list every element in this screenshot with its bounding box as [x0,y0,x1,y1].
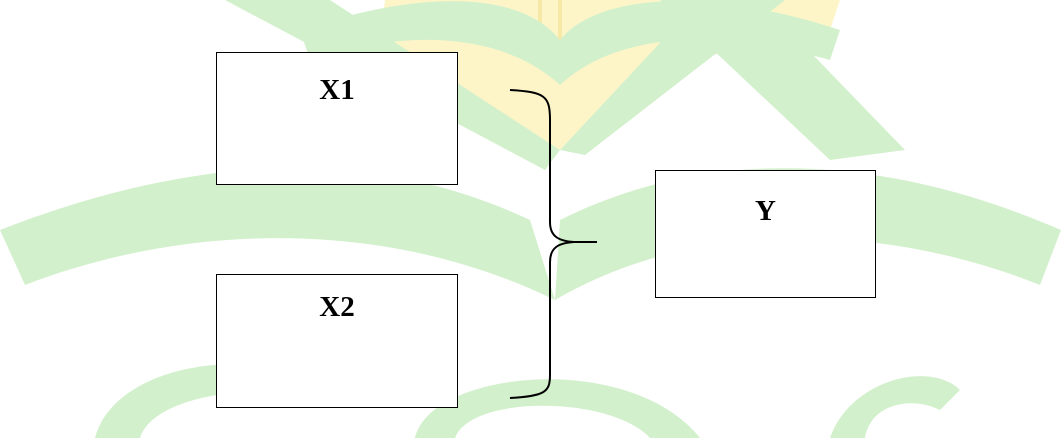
node-x2: X2 [216,274,458,408]
watermark-right-band [660,0,905,160]
watermark-bottom-right-arc [830,376,960,438]
node-y: Y [655,170,876,298]
watermark-left-wing [0,168,555,300]
node-x1: X1 [216,52,458,185]
node-x2-label: X2 [319,291,355,323]
curly-brace [509,89,597,399]
node-x1-label: X1 [319,74,355,106]
node-y-label: Y [755,195,776,227]
watermark-bottom-center-arc [415,379,700,438]
